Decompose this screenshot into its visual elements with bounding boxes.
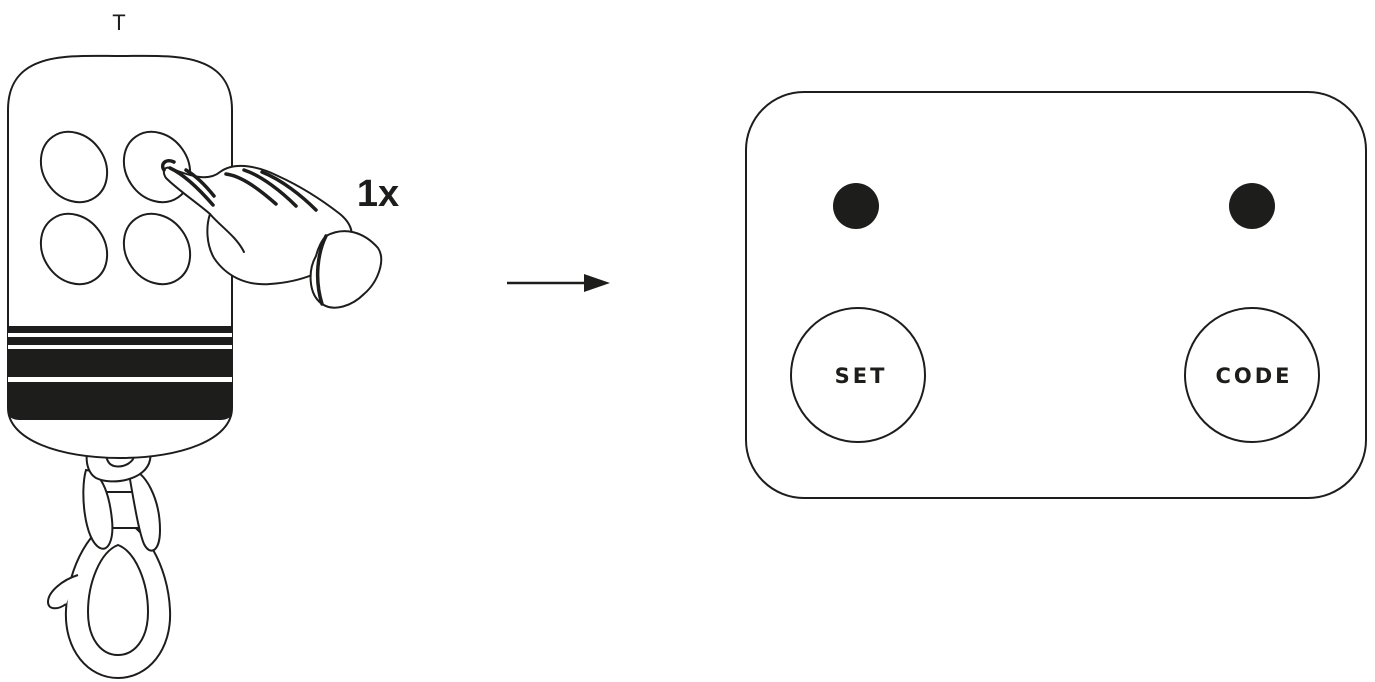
remote-stripes bbox=[8, 326, 232, 420]
keychain-ring-icon bbox=[46, 422, 172, 680]
set-button-label: SET bbox=[835, 364, 888, 388]
pointing-hand-icon bbox=[161, 158, 383, 309]
set-button[interactable]: SET bbox=[790, 307, 926, 443]
remote-button-3[interactable] bbox=[27, 201, 120, 297]
arrow-right-icon bbox=[507, 274, 610, 292]
code-led-indicator bbox=[1229, 183, 1275, 229]
code-button[interactable]: CODE bbox=[1184, 307, 1320, 443]
remote-button-1[interactable] bbox=[27, 119, 120, 215]
code-button-label: CODE bbox=[1215, 364, 1292, 388]
press-count-label: 1x bbox=[357, 173, 399, 215]
remote-label: T bbox=[112, 10, 125, 35]
remote-control bbox=[7, 54, 233, 460]
receiver-unit: SET CODE bbox=[745, 91, 1367, 499]
set-led-indicator bbox=[833, 183, 879, 229]
remote-button-4[interactable] bbox=[110, 201, 203, 297]
